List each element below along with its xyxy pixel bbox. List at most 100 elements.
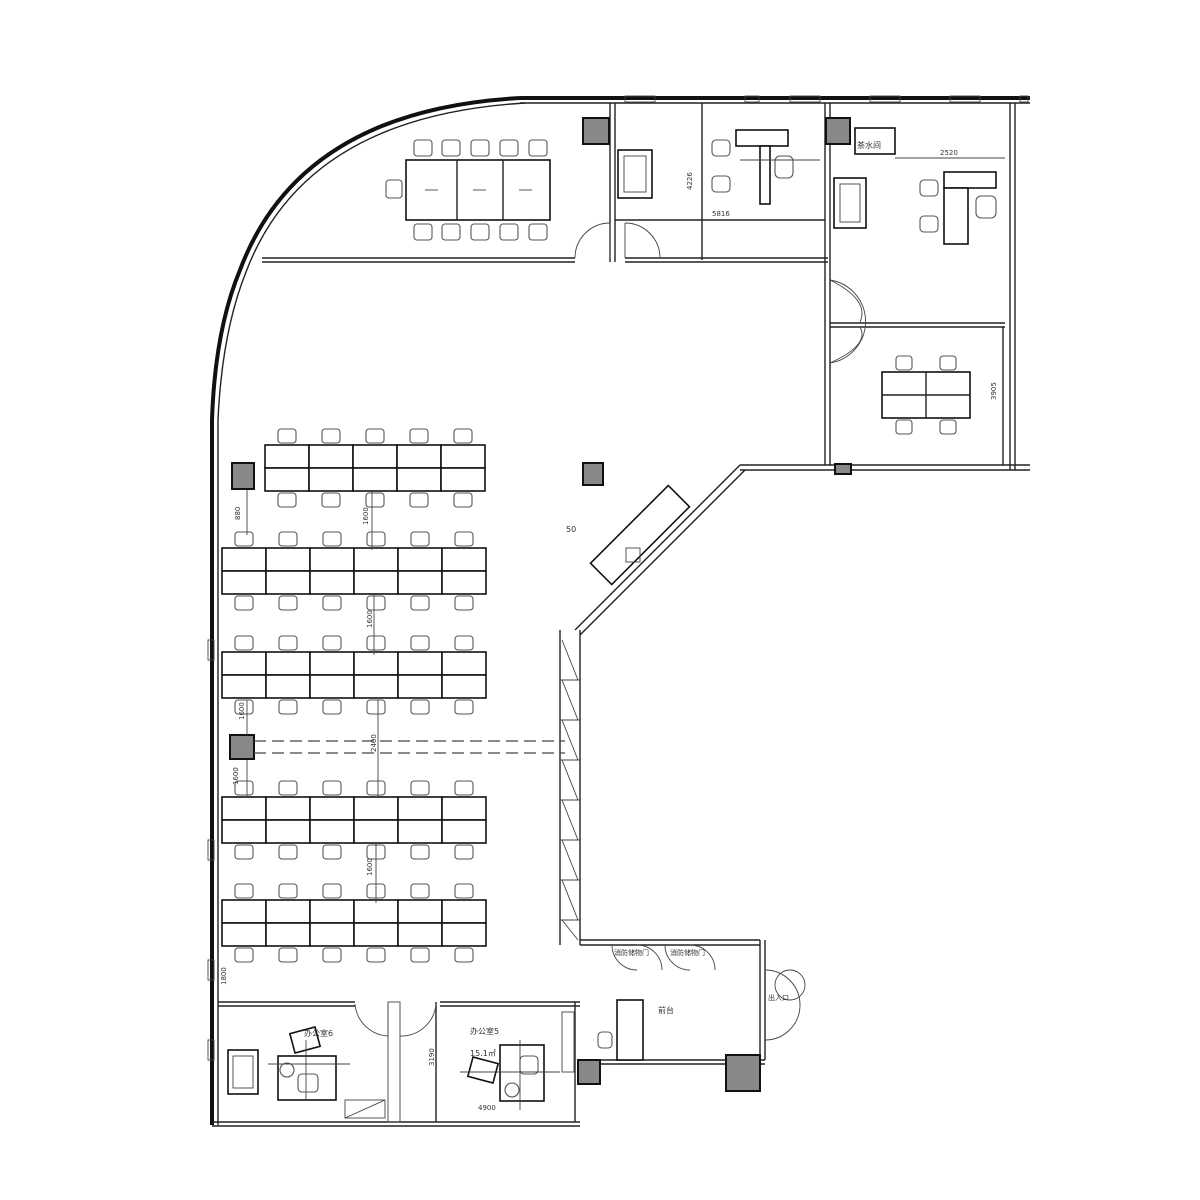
dim-1600e: 1600 bbox=[238, 702, 246, 720]
chair bbox=[234, 635, 254, 651]
desk bbox=[221, 796, 267, 821]
storage1-label: 消防储物门 bbox=[614, 948, 649, 957]
chair bbox=[278, 947, 298, 963]
chair bbox=[410, 844, 430, 860]
chair bbox=[234, 531, 254, 547]
chair bbox=[410, 699, 430, 715]
chair bbox=[454, 844, 474, 860]
desk bbox=[396, 467, 442, 492]
chair bbox=[454, 635, 474, 651]
desk bbox=[441, 922, 487, 947]
chair bbox=[322, 780, 342, 796]
dim-3190: 3190 bbox=[428, 1048, 436, 1066]
chair bbox=[410, 947, 430, 963]
desk bbox=[353, 651, 399, 676]
chair bbox=[409, 428, 429, 444]
chair bbox=[321, 428, 341, 444]
desk bbox=[308, 444, 354, 469]
desk bbox=[397, 922, 443, 947]
diagonal-counter bbox=[589, 484, 691, 586]
chair bbox=[278, 780, 298, 796]
chair bbox=[454, 595, 474, 611]
chair bbox=[454, 699, 474, 715]
office5-area-label: 15.1㎡ bbox=[470, 1049, 496, 1058]
chair bbox=[278, 699, 298, 715]
chair bbox=[321, 492, 341, 508]
office-desk-right bbox=[854, 127, 1005, 245]
desk bbox=[264, 467, 310, 492]
desk bbox=[265, 570, 311, 595]
desk bbox=[221, 674, 267, 699]
desk bbox=[265, 674, 311, 699]
desk bbox=[264, 444, 310, 469]
dim-1600c: 1600 bbox=[366, 858, 374, 876]
chair bbox=[234, 699, 254, 715]
chair bbox=[278, 531, 298, 547]
chair bbox=[278, 883, 298, 899]
desk bbox=[265, 899, 311, 924]
chair bbox=[234, 844, 254, 860]
desk bbox=[265, 819, 311, 844]
chair bbox=[277, 428, 297, 444]
dimension-labels: 2520 4226 5816 3905 1600 1600 2400 1600 … bbox=[220, 149, 998, 1112]
chair bbox=[322, 883, 342, 899]
chair bbox=[322, 595, 342, 611]
desk bbox=[221, 547, 267, 572]
dim-2400: 2400 bbox=[370, 734, 378, 752]
chair bbox=[454, 531, 474, 547]
desk bbox=[352, 444, 398, 469]
office-desk-top bbox=[711, 129, 820, 205]
desk bbox=[440, 444, 486, 469]
desk bbox=[353, 796, 399, 821]
desk bbox=[353, 819, 399, 844]
doors bbox=[354, 222, 866, 1041]
desk bbox=[309, 674, 355, 699]
front-desk-label: 前台 bbox=[658, 1005, 674, 1015]
chair bbox=[366, 947, 386, 963]
chair bbox=[410, 635, 430, 651]
chair bbox=[409, 492, 429, 508]
desk bbox=[309, 819, 355, 844]
desk bbox=[309, 651, 355, 676]
interior-partitions bbox=[218, 103, 1030, 1123]
desk bbox=[397, 674, 443, 699]
dim-side: 1800 bbox=[220, 967, 228, 985]
beam-line bbox=[254, 740, 565, 754]
desk bbox=[441, 819, 487, 844]
dimension-lines bbox=[246, 490, 379, 903]
dim-2520: 2520 bbox=[940, 149, 958, 157]
chair bbox=[322, 947, 342, 963]
dim-1600b: 1600 bbox=[366, 610, 374, 628]
chair bbox=[366, 531, 386, 547]
desk bbox=[397, 651, 443, 676]
desk bbox=[308, 467, 354, 492]
chair bbox=[410, 883, 430, 899]
desk bbox=[221, 651, 267, 676]
window-marks bbox=[207, 95, 1029, 1061]
chair bbox=[278, 635, 298, 651]
chair bbox=[278, 595, 298, 611]
chair bbox=[410, 531, 430, 547]
desk bbox=[221, 819, 267, 844]
dim-4226: 4226 bbox=[686, 172, 694, 190]
workstation-rows bbox=[221, 428, 487, 963]
chair bbox=[234, 883, 254, 899]
hatched-wall bbox=[560, 639, 580, 941]
desk bbox=[441, 651, 487, 676]
desk bbox=[221, 899, 267, 924]
chair bbox=[454, 947, 474, 963]
dim-4900: 4900 bbox=[478, 1104, 496, 1112]
front-desk bbox=[597, 999, 644, 1061]
lower-office-right bbox=[460, 1011, 575, 1110]
desk bbox=[441, 547, 487, 572]
desk bbox=[441, 570, 487, 595]
desk bbox=[265, 547, 311, 572]
chair bbox=[322, 699, 342, 715]
dim-3905: 3905 bbox=[990, 382, 998, 400]
desk bbox=[397, 796, 443, 821]
desk bbox=[309, 547, 355, 572]
dim-1600f: 1600 bbox=[232, 767, 240, 785]
chair bbox=[453, 428, 473, 444]
desk bbox=[441, 899, 487, 924]
